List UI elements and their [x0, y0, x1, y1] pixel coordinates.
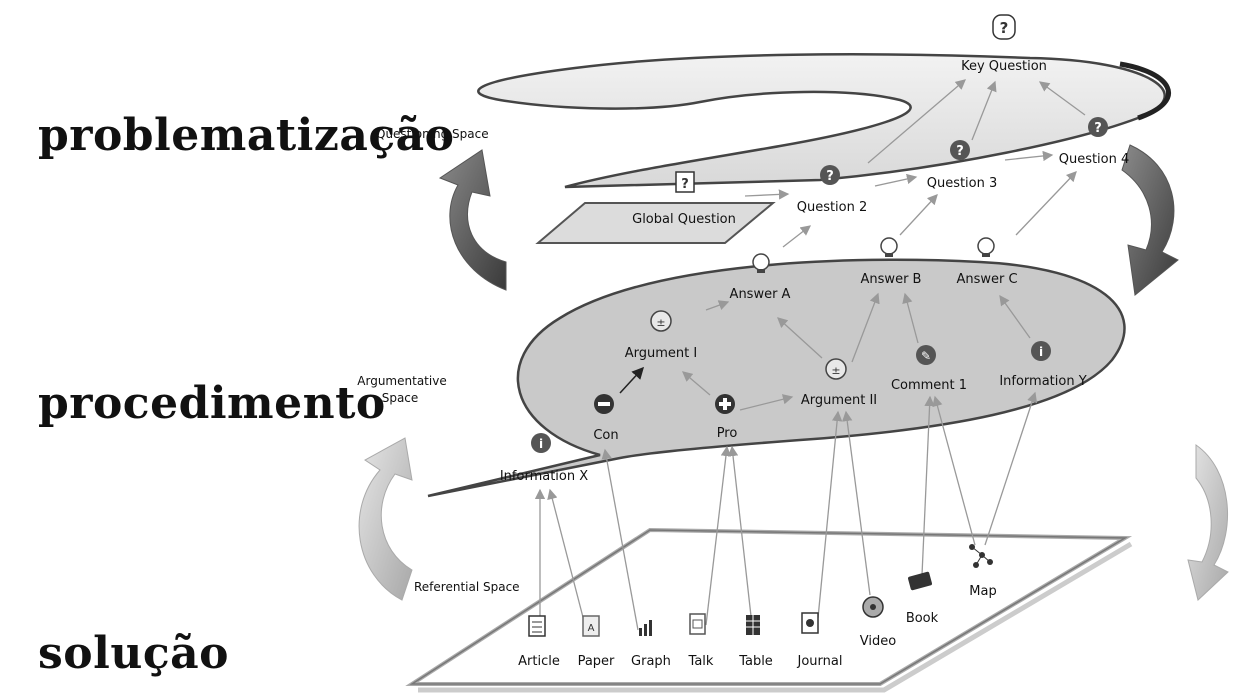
map-icon — [969, 544, 993, 568]
resource-talk-label: Talk — [688, 654, 714, 669]
video-icon — [862, 596, 884, 618]
cycle-arrow-right-dark — [1121, 144, 1179, 296]
information-y-label: Information Y — [999, 374, 1086, 389]
resource-video-label: Video — [860, 634, 896, 649]
global-question-label: Global Question — [632, 212, 736, 227]
question-icon: ? — [1088, 117, 1108, 137]
key-question-icon: ? — [992, 14, 1016, 40]
information-x-label: Information X — [500, 469, 588, 484]
argumentative-space-bubble — [427, 258, 1126, 498]
argument-1-label: Argument I — [625, 346, 697, 361]
svg-text:i: i — [539, 437, 543, 451]
referential-space-label: Referential Space — [414, 580, 520, 594]
svg-text:?: ? — [956, 144, 964, 159]
answer-b-label: Answer B — [861, 272, 922, 287]
question-2-label: Question 2 — [797, 200, 868, 215]
table-icon — [746, 615, 760, 635]
resource-graph-label: Graph — [631, 654, 671, 669]
article-icon — [528, 615, 546, 637]
referential-space-plane — [405, 527, 1133, 693]
plus-minus-icon: ± — [825, 358, 847, 380]
resource-article-label: Article — [518, 654, 560, 669]
information-icon: i — [1031, 341, 1051, 361]
graph-icon — [639, 620, 652, 636]
cycle-arrow-left-light — [358, 437, 413, 601]
lightbulb-icon — [977, 237, 995, 257]
argumentative-space-label-line2: Space — [382, 391, 419, 405]
lightbulb-icon — [880, 237, 898, 257]
svg-text:?: ? — [1094, 121, 1102, 136]
question-mark-icons: ? ? ? — [820, 117, 1108, 185]
answer-a-label: Answer A — [730, 287, 791, 302]
question-3-label: Question 3 — [927, 176, 998, 191]
svg-text:?: ? — [826, 169, 834, 184]
comment-1-label: Comment 1 — [891, 378, 967, 393]
plus-minus-icon: ± — [650, 310, 672, 332]
argument-2-label: Argument II — [801, 393, 877, 408]
question-icon: ? — [820, 165, 840, 185]
phase-label-problematizacao: problematização — [38, 110, 455, 161]
resource-icons: A — [528, 544, 993, 637]
con-to-argument-arrow — [619, 366, 645, 394]
svg-text:✎: ✎ — [921, 349, 931, 363]
svg-text:?: ? — [1000, 19, 1009, 37]
resource-book-label: Book — [906, 611, 939, 626]
information-icon: i — [531, 433, 551, 453]
resource-map-label: Map — [969, 584, 996, 599]
global-question-icon: ? — [675, 171, 695, 193]
phase-label-procedimento: procedimento — [38, 378, 386, 429]
question-4-label: Question 4 — [1059, 152, 1130, 167]
minus-icon — [594, 394, 614, 414]
resource-table-label: Table — [738, 654, 773, 669]
resource-paper-label: Paper — [578, 654, 615, 669]
key-question-label: Key Question — [961, 59, 1047, 74]
phase-label-solucao: solução — [38, 628, 229, 679]
lightbulb-icon — [752, 253, 770, 273]
lightbulb-icons — [752, 237, 995, 273]
comment-icon: ✎ — [916, 345, 936, 365]
global-question-plate — [535, 202, 776, 244]
cycle-arrow-right-light — [1187, 444, 1229, 601]
svg-text:A: A — [588, 623, 595, 634]
pro-label: Pro — [717, 426, 738, 441]
plus-icon — [715, 394, 735, 414]
argumentative-space-label-line1: Argumentative — [357, 374, 446, 388]
svg-text:±: ± — [831, 364, 840, 377]
con-label: Con — [593, 428, 618, 443]
paper-icon: A — [582, 615, 600, 637]
svg-text:i: i — [1039, 345, 1043, 359]
questioning-space-label: Questioning Space — [376, 127, 489, 141]
talk-icon — [689, 613, 706, 635]
svg-text:?: ? — [681, 177, 689, 192]
svg-text:±: ± — [656, 316, 665, 329]
resource-journal-label: Journal — [797, 654, 843, 669]
journal-icon — [801, 612, 819, 634]
question-icon: ? — [950, 140, 970, 160]
argument-icons: ± ± ✎ i i — [531, 310, 1051, 453]
link-arrows — [534, 79, 1086, 636]
cycle-arrow-left-dark — [438, 149, 507, 291]
book-icon — [908, 571, 932, 591]
answer-c-label: Answer C — [956, 272, 1017, 287]
